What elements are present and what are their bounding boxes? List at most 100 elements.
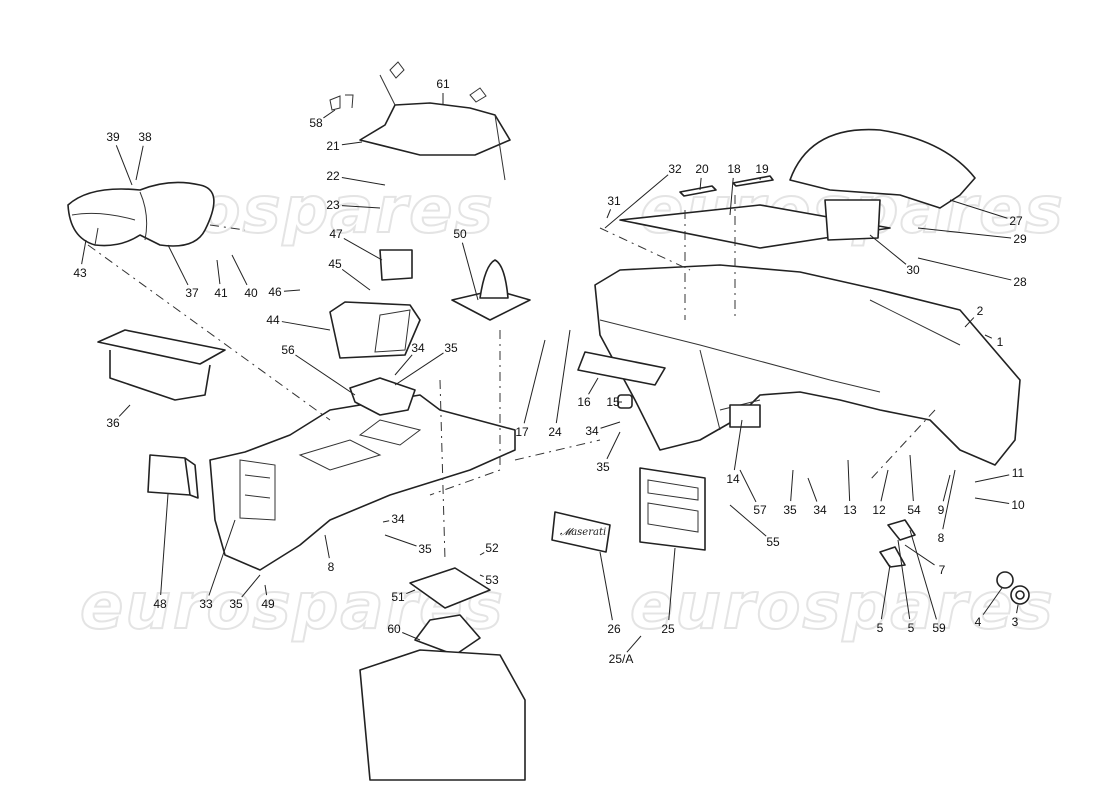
- leader-line: [949, 199, 1008, 219]
- callout-47: 47: [329, 227, 343, 241]
- watermark: eurospares: [630, 570, 1055, 644]
- leader-line: [231, 254, 248, 286]
- leader-line: [974, 497, 1010, 505]
- leader-line: [729, 177, 734, 216]
- callout-41: 41: [214, 286, 228, 300]
- callout-43: 43: [73, 266, 87, 280]
- callout-40: 40: [244, 286, 258, 300]
- leader-line: [599, 551, 613, 621]
- callout-1: 1: [997, 335, 1004, 349]
- callout-5: 5: [908, 621, 915, 635]
- leader-line: [341, 141, 363, 146]
- callout-56: 56: [281, 343, 295, 357]
- leader-line: [283, 289, 301, 292]
- callout-27: 27: [1009, 214, 1023, 228]
- leader-line: [807, 477, 818, 502]
- switch-box: [147, 454, 199, 499]
- callout-51: 51: [391, 590, 405, 604]
- leader-line: [917, 227, 1012, 239]
- leader-line: [739, 469, 757, 503]
- callout-18: 18: [727, 162, 741, 176]
- callout-55: 55: [766, 535, 780, 549]
- leader-line: [942, 474, 951, 502]
- callout-17: 17: [515, 425, 529, 439]
- leader-line: [382, 520, 390, 523]
- handle: [879, 519, 916, 568]
- callout-35: 35: [418, 542, 432, 556]
- tunnel-base: [359, 649, 526, 781]
- callout-2: 2: [977, 304, 984, 318]
- leader-line: [588, 377, 599, 395]
- leader-line: [626, 635, 642, 653]
- storage-bin: [97, 329, 226, 401]
- callout-33: 33: [199, 597, 213, 611]
- callout-10: 10: [1011, 498, 1025, 512]
- radio-bezel: [639, 467, 706, 551]
- leader-line: [847, 459, 851, 502]
- callout-8: 8: [328, 560, 335, 574]
- callout-24: 24: [548, 425, 562, 439]
- leader-line: [323, 109, 336, 119]
- callout-61: 61: [436, 77, 450, 91]
- leader-line: [81, 239, 87, 265]
- callout-37: 37: [185, 286, 199, 300]
- leader-line: [402, 632, 421, 641]
- leader-line: [974, 474, 1010, 483]
- leader-line: [869, 234, 907, 265]
- callout-35: 35: [444, 341, 458, 355]
- leader-line: [699, 177, 702, 191]
- callout-32: 32: [668, 162, 682, 176]
- leader-line: [917, 257, 1012, 281]
- dashboard: [594, 264, 1021, 466]
- callout-52: 52: [485, 541, 499, 555]
- callout-29: 29: [1013, 232, 1027, 246]
- leader-line: [1016, 604, 1019, 614]
- center-console: [209, 394, 516, 571]
- callout-50: 50: [453, 227, 467, 241]
- callout-14: 14: [726, 472, 740, 486]
- leader-line: [604, 174, 669, 229]
- callout-36: 36: [106, 416, 120, 430]
- tunnel-panel: [359, 102, 511, 156]
- leader-line: [909, 454, 914, 502]
- leader-line: [897, 539, 911, 620]
- callout-16: 16: [577, 395, 591, 409]
- ashtray-housing: [329, 301, 421, 359]
- glovebox-light: [729, 404, 761, 428]
- leader-line: [909, 529, 937, 620]
- callout-34: 34: [391, 512, 405, 526]
- cup: [379, 249, 413, 281]
- leader-line: [555, 329, 571, 424]
- leader-line: [668, 547, 676, 621]
- callout-35: 35: [783, 503, 797, 517]
- callout-13: 13: [843, 503, 857, 517]
- maserati-badge: [551, 511, 611, 553]
- callout-19: 19: [755, 162, 769, 176]
- callout-60: 60: [387, 622, 401, 636]
- leader-line: [341, 268, 371, 291]
- callout-31: 31: [607, 194, 621, 208]
- leader-line: [523, 339, 546, 424]
- leader-line: [394, 352, 444, 386]
- leader-line: [135, 145, 144, 181]
- callout-35: 35: [229, 597, 243, 611]
- callout-7: 7: [939, 563, 946, 577]
- instrument-cover: [619, 204, 891, 249]
- leader-line: [341, 177, 386, 186]
- grommet: [996, 571, 1014, 589]
- leader-line: [984, 334, 993, 339]
- callout-23: 23: [326, 198, 340, 212]
- padding-strip: [679, 185, 717, 197]
- callout-25-A: 25/A: [609, 652, 634, 666]
- callout-21: 21: [326, 139, 340, 153]
- leader-line: [343, 237, 383, 261]
- leader-line: [606, 209, 612, 219]
- callout-25: 25: [661, 622, 675, 636]
- leader-line: [167, 244, 189, 286]
- leader-line: [406, 589, 416, 595]
- callout-3: 3: [1012, 615, 1019, 629]
- leader-line: [880, 564, 891, 620]
- callout-34: 34: [585, 424, 599, 438]
- leader-line: [118, 404, 131, 417]
